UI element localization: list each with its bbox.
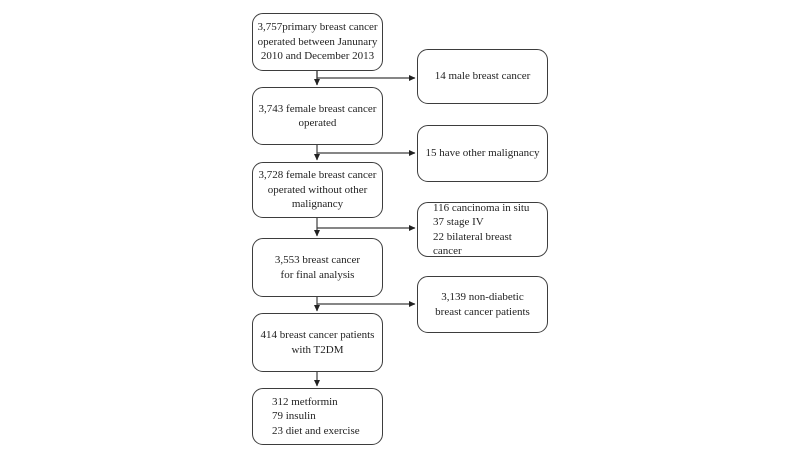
exclusion-box-other-malignancy: 15 have other malignancy: [417, 125, 548, 182]
flow-box-total-operated: 3,757primary breast cancer operated betw…: [252, 13, 383, 71]
flow-box-female-operated: 3,743 female breast cancer operated: [252, 87, 383, 145]
flow-box-no-other-malignancy-label: 3,728 female breast cancer operated with…: [258, 169, 377, 211]
flow-box-final-analysis-label: 3,553 breast cancer for final analysis: [274, 254, 361, 281]
flow-box-female-operated-label: 3,743 female breast cancer operated: [258, 102, 377, 130]
exclusion-box-insitu-stage4-bilateral-label: 116 cancinoma in situ 37 stage IV 22 bil…: [433, 201, 530, 258]
flow-box-treatment-split-label: 312 metformin 79 insulin 23 diet and exe…: [272, 395, 360, 437]
flow-box-t2dm-patients: 414 breast cancer patients with T2DM: [252, 313, 383, 372]
exclusion-box-non-diabetic-label: 3,139 non-diabetic breast cancer patient…: [435, 291, 530, 318]
exclusion-box-other-malignancy-label: 15 have other malignancy: [425, 147, 540, 160]
exclusion-box-insitu-stage4-bilateral: 116 cancinoma in situ 37 stage IV 22 bil…: [417, 202, 548, 257]
flow-box-final-analysis: 3,553 breast cancer for final analysis: [252, 238, 383, 297]
exclusion-box-male-breast-cancer-label: 14 male breast cancer: [434, 70, 531, 83]
flow-box-no-other-malignancy: 3,728 female breast cancer operated with…: [252, 162, 383, 218]
exclusion-box-male-breast-cancer: 14 male breast cancer: [417, 49, 548, 104]
flow-box-treatment-split: 312 metformin 79 insulin 23 diet and exe…: [252, 388, 383, 445]
flow-box-total-operated-label: 3,757primary breast cancer operated betw…: [257, 21, 378, 63]
flow-box-t2dm-patients-label: 414 breast cancer patients with T2DM: [260, 329, 375, 356]
exclusion-box-non-diabetic: 3,139 non-diabetic breast cancer patient…: [417, 276, 548, 333]
